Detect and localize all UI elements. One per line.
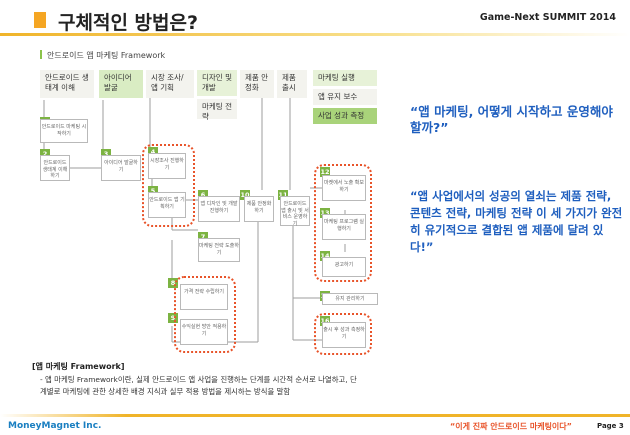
highlight-performance-group — [314, 313, 372, 355]
step-number: 13 — [320, 208, 330, 218]
step-6: 앱 디자인 및 개발 진행하기 — [198, 196, 240, 222]
step-number: 14 — [320, 251, 330, 261]
step-16: 출시 후 성과 측정하기 — [322, 322, 366, 348]
step-5: 안드로이드 앱 기획하기 — [148, 192, 186, 218]
step-13: 마케팅 프로그램 실행하기 — [322, 214, 366, 240]
stage-maintenance: 앱 유지 보수 — [313, 89, 377, 105]
step-number: 5 — [148, 186, 158, 196]
step-number: 4 — [148, 147, 158, 157]
step-number: 10 — [240, 190, 250, 200]
stage-ecosystem: 안드로이드 생태계 이해 — [40, 70, 94, 98]
header: 구체적인 방법은? Game-Next SUMMIT 2014 — [0, 0, 630, 38]
step-1: 안드로이드 마케팅 시작하기 — [40, 119, 88, 143]
footer-slogan: “이게 진짜 안드로이드 마케팅이다” — [450, 422, 572, 431]
page-number: Page 3 — [597, 422, 624, 430]
quote-question: “앱 마케팅, 어떻게 시작하고 운영해야 할까?” — [410, 104, 613, 135]
step-4: 시장조사 진행하기 — [148, 153, 186, 179]
step-number: 16 — [320, 316, 330, 326]
note-body: - 앱 마케팅 Framework이란, 실제 안드로이드 앱 사업을 진행하는… — [40, 375, 357, 396]
step-2: 안드로이드 생태계 이해하기 — [40, 155, 70, 181]
stage-performance: 사업 성과 측정 — [313, 108, 377, 124]
step-number: 8 — [168, 278, 178, 288]
step-number: 9 — [168, 313, 178, 323]
stage-marketing-exec: 마케팅 실행 — [313, 70, 377, 86]
step-3: 아이디어 발굴하기 — [101, 155, 141, 181]
step-11: 안드로이드 앱 출시 및 서비스 운영하기 — [280, 196, 310, 227]
framework-label: 안드로이드 앱 마케팅 Framework — [40, 50, 165, 61]
title-marker — [34, 12, 46, 28]
step-7: 마케팅 전략 도출하기 — [198, 238, 240, 262]
stage-stabilize: 제품 안정화 — [240, 70, 274, 98]
step-14: 광고하기 — [322, 257, 366, 277]
highlight-pricing-group — [174, 276, 236, 353]
step-number: 11 — [278, 190, 288, 200]
note-title: [앱 마케팅 Framework] — [32, 362, 125, 371]
highlight-marketing-group — [314, 164, 372, 282]
footer-brand: MoneyMagnet Inc. — [8, 421, 102, 431]
step-9: 수익실현 방안 적용하기 — [180, 319, 228, 345]
step-number: 7 — [198, 232, 208, 242]
header-divider — [0, 33, 630, 36]
event-name: Game-Next SUMMIT 2014 — [479, 12, 616, 23]
step-15: 유지 관리하기 — [322, 293, 378, 305]
stage-idea: 아이디어 발굴 — [99, 70, 143, 98]
step-number: 12 — [320, 167, 330, 177]
step-8: 가격 전략 수립하기 — [180, 284, 228, 310]
highlight-research-group — [142, 144, 195, 227]
step-12: 마켓에서 노출 확보하기 — [322, 175, 366, 201]
stage-research: 시장 조사/ 앱 기획 — [146, 70, 194, 98]
step-number: 3 — [101, 149, 111, 159]
stage-marketing-strategy: 마케팅 전략 — [197, 99, 237, 121]
quote-key-success: “앱 사업에서의 성공의 열쇠는 제품 전략, 콘텐츠 전략, 마케팅 전략 이… — [410, 189, 623, 254]
step-number: 6 — [198, 190, 208, 200]
stage-design-dev: 디자인 및 개발 — [197, 70, 237, 96]
page-title: 구체적인 방법은? — [58, 12, 198, 34]
footer-divider — [0, 414, 630, 417]
step-10: 제품 안정화 하기 — [244, 196, 274, 222]
stage-launch: 제품 출시 — [277, 70, 307, 98]
step-number: 2 — [40, 149, 50, 159]
